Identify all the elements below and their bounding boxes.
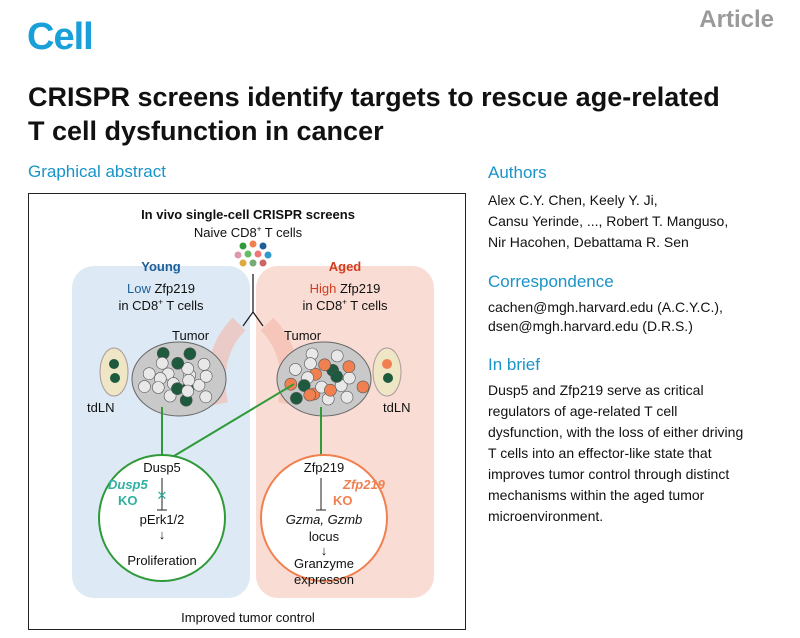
aged-mechanism-circle bbox=[260, 454, 388, 582]
tumor-cell-icon bbox=[290, 392, 303, 405]
correspondence-list: cachen@mgh.harvard.edu (A.C.Y.C.), dsen@… bbox=[488, 298, 723, 336]
author-line: Nir Hacohen, Debattama R. Sen bbox=[488, 234, 689, 250]
tumor-cell-icon bbox=[171, 357, 184, 370]
tumor-cell-icon bbox=[303, 388, 317, 402]
brief-line: T cells into an effector-like state that bbox=[488, 445, 712, 461]
aged-gene-zfp219: Zfp219 bbox=[303, 460, 345, 475]
aged-locus-label: locus bbox=[308, 529, 340, 544]
young-gene-perk: pErk1/2 bbox=[139, 512, 185, 527]
authors-list: Alex C.Y. Chen, Keely Y. Ji, Cansu Yerin… bbox=[488, 190, 788, 253]
tumor-cell-icon bbox=[356, 380, 370, 394]
brief-line: Dusp5 and Zfp219 serve as critical bbox=[488, 382, 704, 398]
authors-heading: Authors bbox=[488, 163, 547, 182]
tumor-cell-icon bbox=[199, 370, 213, 383]
young-ko-label: KO bbox=[118, 493, 138, 508]
young-expression-label: Low Zfp219 bbox=[127, 281, 195, 296]
tumor-cell-icon bbox=[192, 378, 206, 392]
young-down-arrow-icon: ↓ bbox=[158, 527, 166, 542]
tumor-cell-icon bbox=[142, 367, 156, 380]
tumor-cell-icon bbox=[342, 371, 356, 385]
split-arrow-icon bbox=[242, 274, 264, 327]
brief-line: regulators of age-related T cell bbox=[488, 403, 678, 419]
tumor-cell-icon bbox=[342, 360, 356, 373]
tumor-cell-icon bbox=[197, 358, 211, 371]
brief-line: improves tumor control through distinct bbox=[488, 466, 730, 482]
young-mechanism-circle bbox=[98, 454, 226, 582]
graphical-abstract-heading: Graphical abstract bbox=[28, 162, 166, 181]
young-outcome: Proliferation bbox=[127, 553, 197, 568]
aged-outcome-line2: expresson bbox=[294, 572, 354, 587]
tumor-cell-icon bbox=[340, 390, 354, 404]
author-line: Alex C.Y. Chen, Keely Y. Ji, bbox=[488, 192, 658, 208]
email-link[interactable]: dsen@mgh.harvard.edu (D.R.S.) bbox=[488, 318, 693, 334]
journal-logo: Cell bbox=[27, 16, 94, 58]
tumor-cell-icon bbox=[199, 390, 213, 404]
tumor-cell-icon bbox=[155, 356, 169, 370]
young-ko-gene: Dusp5 bbox=[108, 477, 148, 492]
article-type-label: Article bbox=[699, 6, 774, 33]
young-tdln-label: tdLN bbox=[87, 400, 115, 415]
naive-t-cells-icon bbox=[234, 240, 272, 267]
aged-ko-gene: Zfp219 bbox=[343, 477, 385, 492]
brief-line: dysfunction, with the loss of either dri… bbox=[488, 424, 744, 440]
aged-cells-label: in CD8+ T cells bbox=[302, 297, 388, 313]
aged-lymph-node-icon bbox=[372, 347, 402, 397]
young-gene-dusp5: Dusp5 bbox=[143, 460, 181, 475]
abstract-diagram: ✕ bbox=[72, 240, 434, 598]
tumor-cell-icon bbox=[297, 379, 311, 392]
email-link[interactable]: cachen@mgh.harvard.edu (A.C.Y.C.), bbox=[488, 299, 723, 315]
tumor-cell-icon bbox=[181, 384, 194, 398]
brief-line: microenvironment. bbox=[488, 508, 604, 524]
aged-label: Aged bbox=[328, 259, 362, 274]
tumor-cell-icon bbox=[330, 370, 344, 383]
naive-cells-label: Naive CD8+ T cells bbox=[193, 224, 303, 240]
tumor-cell-icon bbox=[289, 363, 302, 376]
brief-line: mechanisms within the aged tumor bbox=[488, 487, 705, 503]
knockout-x-icon: ✕ bbox=[157, 488, 168, 503]
young-label: Young bbox=[141, 259, 181, 274]
graphical-abstract-figure: ✕ In vivo single-cell CRISPR screens Nai… bbox=[28, 193, 466, 630]
in-brief-text: Dusp5 and Zfp219 serve as critical regul… bbox=[488, 380, 788, 527]
aged-expression-label: High Zfp219 bbox=[309, 281, 381, 296]
tumor-cell-icon bbox=[152, 381, 165, 394]
tumor-cell-icon bbox=[304, 357, 317, 370]
tumor-cell-icon bbox=[318, 358, 331, 372]
young-tumor-label: Tumor bbox=[172, 328, 210, 343]
correspondence-heading: Correspondence bbox=[488, 272, 614, 291]
aged-tumor-label: Tumor bbox=[284, 328, 322, 343]
in-brief-heading: In brief bbox=[488, 355, 540, 374]
tumor-cell-icon bbox=[324, 383, 337, 397]
author-line: Cansu Yerinde, ..., Robert T. Manguso, bbox=[488, 213, 729, 229]
aged-down-arrow-icon: ↓ bbox=[320, 543, 328, 558]
aged-tdln-label: tdLN bbox=[383, 400, 411, 415]
young-lymph-node-icon bbox=[99, 347, 129, 397]
abstract-footer: Improved tumor control bbox=[181, 610, 315, 625]
tumor-cell-icon bbox=[183, 347, 197, 361]
tumor-cell-icon bbox=[330, 349, 344, 363]
tumor-cell-icon bbox=[138, 380, 151, 393]
tumor-cell-icon bbox=[182, 374, 195, 387]
aged-ko-label: KO bbox=[333, 493, 353, 508]
aged-outcome-line1: Granzyme bbox=[294, 556, 354, 571]
young-cells-label: in CD8+ T cells bbox=[118, 297, 204, 313]
screen-title: In vivo single-cell CRISPR screens bbox=[141, 207, 355, 222]
paper-title: CRISPR screens identify targets to rescu… bbox=[28, 82, 720, 146]
tumor-cell-icon bbox=[171, 382, 184, 395]
aged-gene-gzma-gzmb: Gzma, Gzmb bbox=[285, 512, 363, 527]
